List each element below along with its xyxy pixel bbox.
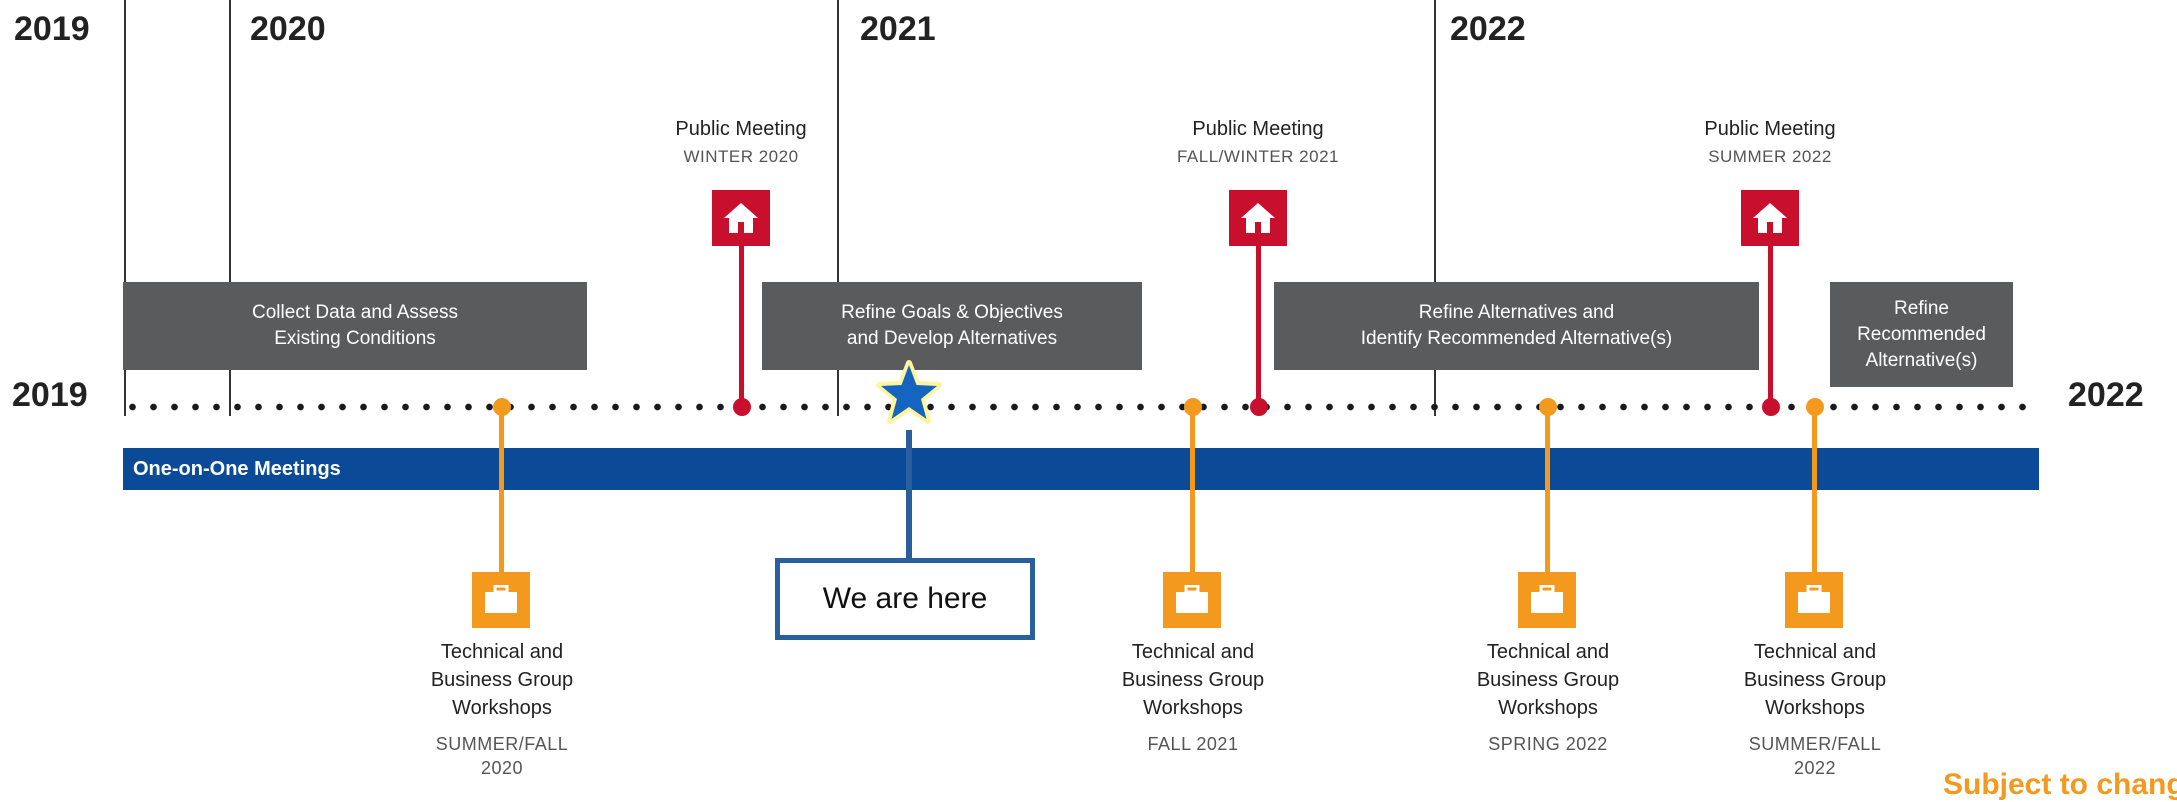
workshop-3-season: SPRING 2022 [1488,734,1608,754]
workshop-1-stem [499,406,504,574]
workshop-3-briefcase-icon [1518,572,1576,628]
public-meeting-2-season: FALL/WINTER 2021 [1176,147,1339,166]
workshop-3-stem [1545,406,1550,574]
we-are-here-stem [906,430,912,560]
timeline-dotted-axis [122,403,2032,411]
axis-start-year: 2019 [12,376,88,414]
one-on-one-meetings-bar: One-on-One Meetings [123,448,2039,490]
public-meeting-3-stem [1768,246,1773,406]
workshop-1-briefcase-icon [472,572,530,628]
public-meeting-2-dot [1250,398,1268,416]
phase-refine-alternatives: Refine Alternatives and Identify Recomme… [1274,282,1759,370]
public-meeting-3-house-icon [1741,190,1799,246]
subject-to-change-note: Subject to change [1943,768,2177,801]
workshop-2-title: Technical and Business Group Workshops [1121,641,1265,719]
year-label-2019: 2019 [14,10,90,48]
public-meeting-3-season: SUMMER 2022 [1708,147,1832,166]
star-icon [876,360,942,426]
year-label-2022: 2022 [1450,10,1526,48]
public-meeting-3-title: Public Meeting [1704,118,1836,140]
workshop-2-stem [1190,406,1195,574]
year-label-2021: 2021 [860,10,936,48]
public-meeting-2-stem [1256,246,1261,406]
workshop-1-season: SUMMER/FALL 2020 [435,734,569,778]
public-meeting-1-title: Public Meeting [675,118,807,140]
phase-collect-data: Collect Data and Assess Existing Conditi… [123,282,587,370]
phase-refine-recommended: Refine Recommended Alternative(s) [1830,282,2013,387]
public-meeting-3-dot [1762,398,1780,416]
we-are-here-label: We are here [775,558,1035,640]
workshop-1-title: Technical and Business Group Workshops [430,641,574,719]
year-divider-2019 [124,0,126,416]
workshop-4-season: SUMMER/FALL 2022 [1748,734,1882,778]
year-label-2020: 2020 [250,10,326,48]
public-meeting-1-house-icon [712,190,770,246]
phase-refine-goals: Refine Goals & Objectives and Develop Al… [762,282,1142,370]
year-divider-2022 [1434,0,1436,416]
public-meeting-1-dot [733,398,751,416]
axis-end-year: 2022 [2068,376,2144,414]
workshop-3-title: Technical and Business Group Workshops [1476,641,1620,719]
workshop-2-briefcase-icon [1163,572,1221,628]
public-meeting-1-season: WINTER 2020 [683,147,799,166]
year-divider-2020 [229,0,231,416]
public-meeting-2-house-icon [1229,190,1287,246]
workshop-4-stem [1812,406,1817,574]
workshop-2-season: FALL 2021 [1147,734,1239,754]
workshop-4-title: Technical and Business Group Workshops [1743,641,1887,719]
workshop-4-briefcase-icon [1785,572,1843,628]
year-divider-2021 [837,0,839,416]
public-meeting-2-title: Public Meeting [1192,118,1324,140]
public-meeting-1-stem [739,246,744,406]
